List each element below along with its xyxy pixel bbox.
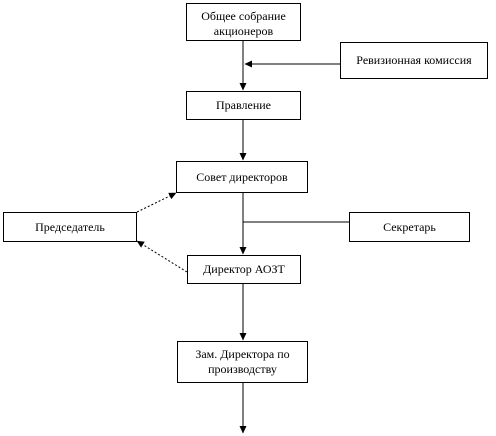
node-chairman: Председатель [3, 212, 137, 242]
node-secretary: Секретарь [349, 212, 470, 242]
dotted-chairman-to-directors [136, 192, 177, 213]
node-shareholders-meeting: Общее собрание акционеров [186, 3, 301, 41]
node-board: Правление [186, 91, 301, 120]
node-audit-commission: Ревизионная комиссия [340, 42, 488, 79]
node-audit-commission-label: Ревизионная комиссия [356, 53, 472, 67]
node-board-label: Правление [216, 98, 271, 112]
node-shareholders-meeting-label: Общее собрание акционеров [201, 9, 286, 38]
node-director: Директор АОЗТ [187, 255, 301, 284]
node-board-of-directors: Совет директоров [176, 161, 308, 193]
node-board-of-directors-label: Совет директоров [196, 169, 288, 184]
dotted-director-to-chairman [136, 240, 188, 273]
node-deputy-director-label: Зам. Директора по производству [195, 347, 290, 376]
node-director-label: Директор АОЗТ [203, 262, 285, 276]
node-chairman-label: Председатель [35, 219, 105, 234]
node-deputy-director: Зам. Директора по производству [177, 341, 308, 383]
node-secretary-label: Секретарь [383, 219, 436, 234]
